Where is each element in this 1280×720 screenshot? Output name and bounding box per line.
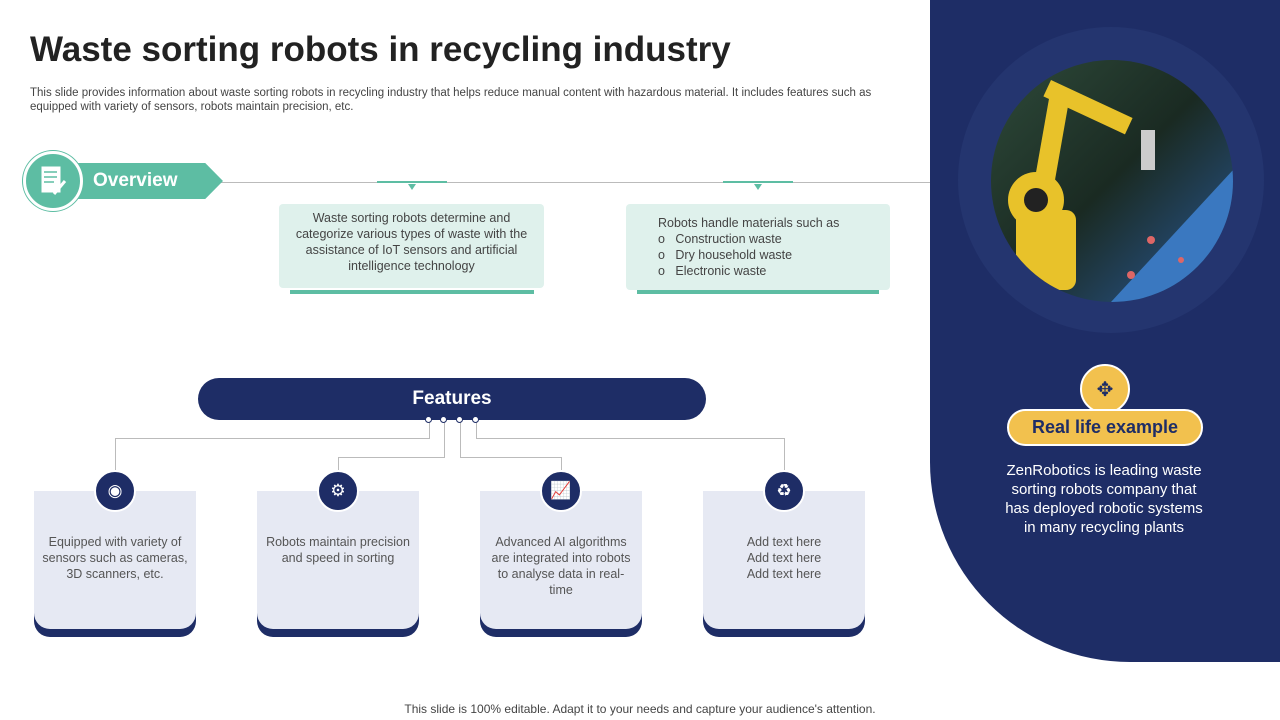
connector-tick bbox=[723, 181, 793, 183]
overview-banner bbox=[75, 163, 223, 199]
connector bbox=[338, 457, 339, 470]
connector bbox=[561, 457, 562, 470]
recycle-bin-icon: ♻ bbox=[763, 470, 805, 512]
connector-dot bbox=[440, 416, 447, 423]
box-underline bbox=[290, 290, 534, 294]
page-title: Waste sorting robots in recycling indust… bbox=[30, 30, 731, 69]
connector bbox=[429, 420, 430, 439]
connector bbox=[460, 457, 561, 458]
analytics-chart-icon: 📈 bbox=[540, 470, 582, 512]
connector bbox=[476, 420, 477, 439]
list-item: o Dry household waste bbox=[658, 248, 793, 262]
connector bbox=[784, 438, 785, 470]
connector-tick bbox=[377, 181, 447, 183]
feature-card: Robots maintain precision and speed in s… bbox=[257, 491, 419, 637]
overview-box-1: Waste sorting robots determine and categ… bbox=[279, 204, 544, 288]
arrow-down-icon bbox=[408, 184, 416, 190]
footer-note: This slide is 100% editable. Adapt it to… bbox=[404, 702, 876, 716]
connector bbox=[476, 438, 784, 439]
feature-card: Advanced AI algorithms are integrated in… bbox=[480, 491, 642, 637]
feature-text: Robots maintain precision and speed in s… bbox=[266, 535, 410, 565]
feature-card: Equipped with variety of sensors such as… bbox=[34, 491, 196, 637]
list-item: o Construction waste bbox=[658, 232, 782, 246]
sensor-camera-icon: ◉ bbox=[94, 470, 136, 512]
example-text: ZenRobotics is leading waste sorting rob… bbox=[1005, 462, 1203, 536]
connector bbox=[338, 457, 444, 458]
list-item: o Electronic waste bbox=[658, 264, 767, 278]
cube-arrows-icon: ✥ bbox=[1080, 364, 1130, 414]
feature-card: Add text here Add text here Add text her… bbox=[703, 491, 865, 637]
timeline-line bbox=[220, 182, 930, 183]
connector-dot bbox=[472, 416, 479, 423]
materials-list: o Construction waste o Dry household was… bbox=[658, 231, 858, 279]
robot-arm-conveyor-icon: ⚙ bbox=[317, 470, 359, 512]
robot-arm-sorting-photo bbox=[991, 60, 1233, 302]
subtitle: This slide provides information about wa… bbox=[30, 87, 872, 113]
features-header: Features bbox=[198, 378, 706, 420]
box2-intro: Robots handle materials such as bbox=[658, 216, 840, 230]
connector bbox=[115, 438, 116, 470]
feature-text: Advanced AI algorithms are integrated in… bbox=[491, 535, 631, 597]
feature-text: Equipped with variety of sensors such as… bbox=[42, 535, 188, 581]
connector-dot bbox=[456, 416, 463, 423]
box-underline bbox=[637, 290, 879, 294]
connector bbox=[444, 420, 445, 458]
arrow-down-icon bbox=[754, 184, 762, 190]
real-life-example-label: Real life example bbox=[1007, 409, 1203, 446]
connector-dot bbox=[425, 416, 432, 423]
connector bbox=[115, 438, 429, 439]
connector bbox=[460, 420, 461, 458]
overview-label: Overview bbox=[93, 170, 178, 191]
overview-box-2: Robots handle materials such as o Constr… bbox=[626, 204, 890, 290]
document-pencil-icon bbox=[23, 151, 83, 211]
feature-text: Add text here Add text here Add text her… bbox=[746, 535, 822, 581]
